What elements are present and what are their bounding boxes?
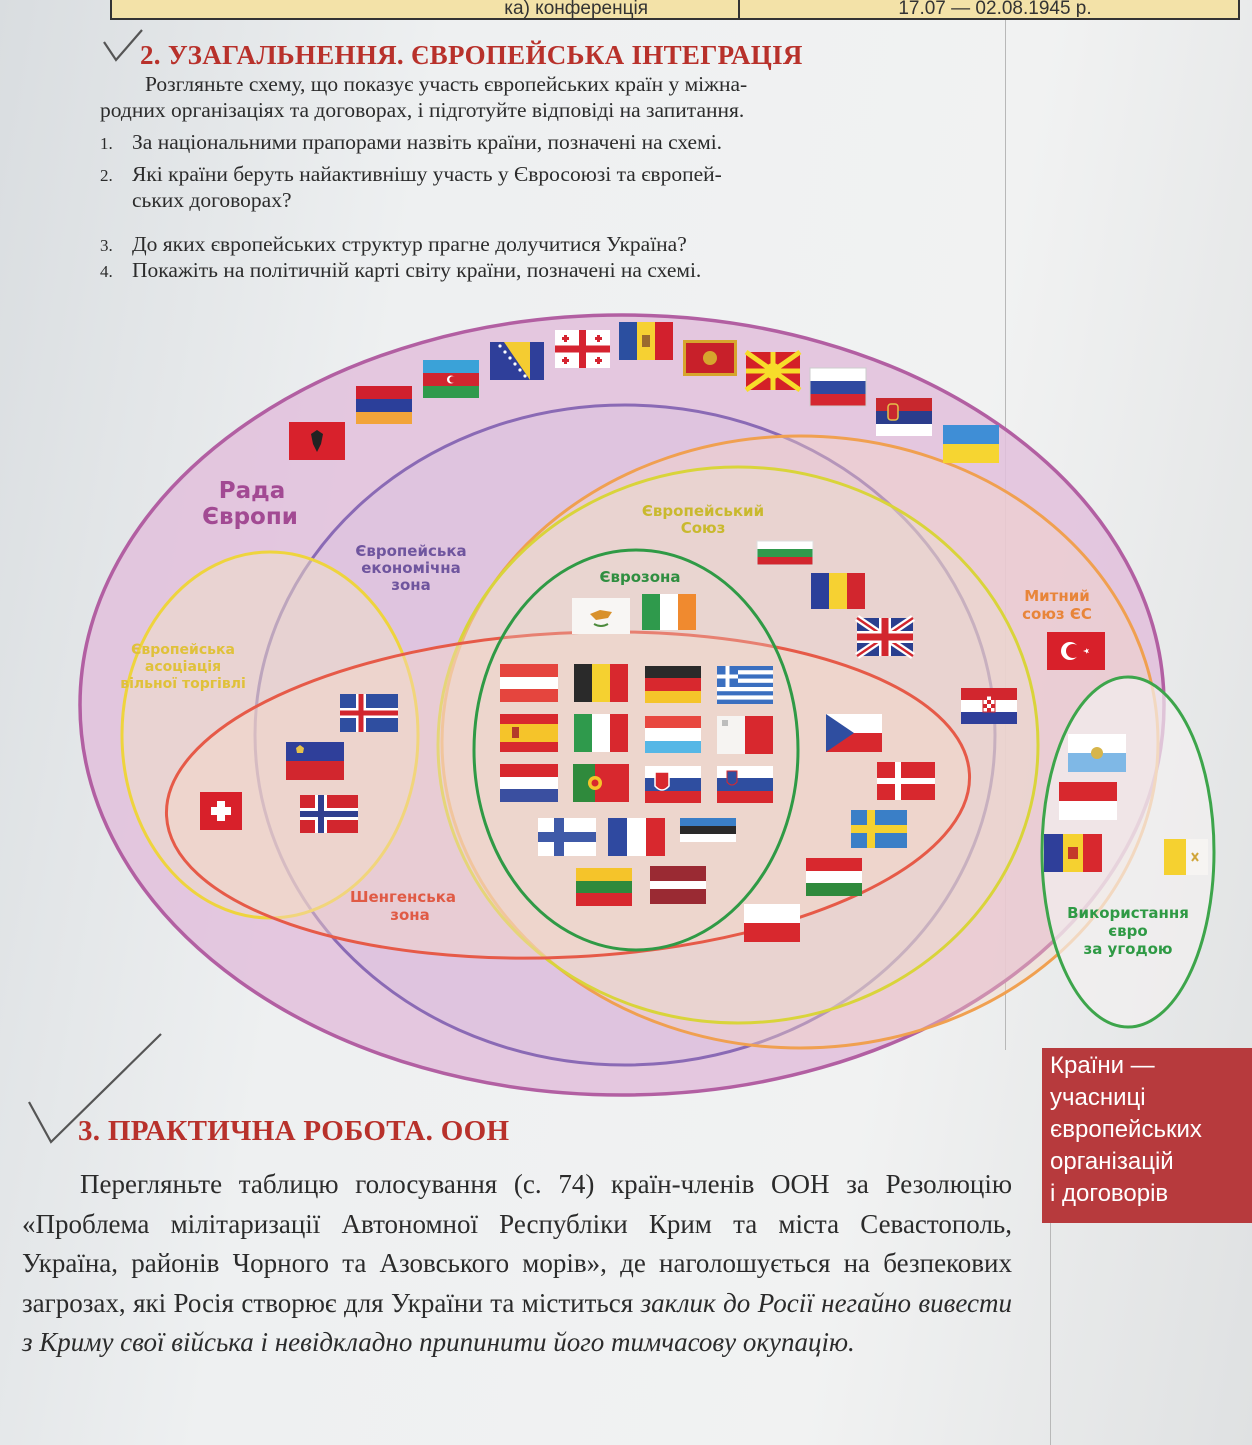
flag-germany-icon [645,666,701,703]
flag-north-macedonia-icon [744,349,802,393]
diagram-caption-box: Країни — учасниці європейських організац… [1042,1048,1252,1223]
question-text-continued: ських договорах? [132,188,292,212]
flag-croatia-icon [961,688,1017,724]
flag-armenia-icon [356,386,412,424]
flag-luxembourg-icon [645,716,701,753]
column-divider-lower [1050,1220,1051,1445]
flag-liechtenstein-icon [286,742,344,780]
caption-line: Країни — [1050,1052,1155,1079]
section-3-title: 3. ПРАКТИЧНА РОБОТА. ООН [78,1115,510,1147]
flag-ireland-icon [642,594,696,630]
flag-france-icon [608,818,665,856]
question-number: 4. [100,262,113,281]
flag-cyprus-icon [572,598,630,634]
flag-finland-icon [538,818,596,856]
check-mark-icon [28,1033,162,1144]
flag-lithuania-icon [576,868,632,906]
section-2-title: 2. УЗАГАЛЬНЕННЯ. ЄВРОПЕЙСЬКА ІНТЕГРАЦІЯ [140,40,803,70]
flag-norway-icon [300,795,358,833]
flag-vatican-icon [1164,839,1208,875]
euro-agreement-label-line3: за угодою [1084,940,1173,958]
section-3-italic-text: заклик до Росії негайно вивести з Криму … [22,1287,1012,1358]
efta-label-line1: Європейська [131,642,235,658]
flag-hungary-icon [806,858,862,896]
top-table: ка) конференція 17.07 — 02.08.1945 р. [110,0,1240,20]
flag-spain-icon [500,714,558,752]
flag-georgia-icon [555,330,610,368]
question-4: 4. Покажіть на політичній карті світу кра… [100,258,701,284]
top-table-left-cell: ка) конференція [112,0,740,18]
flag-italy-icon [574,714,628,752]
euro-agreement-label-line2: євро [1108,922,1147,940]
eu-label-line2: Союз [681,519,726,537]
top-table-right-cell: 17.07 — 02.08.1945 р. [898,0,1092,17]
flag-moldova-icon [619,322,673,360]
flag-slovenia-icon [717,766,773,803]
flag-united-kingdom-icon [855,615,915,659]
eea-label-line3: зона [391,576,431,594]
question-number: 2. [100,166,113,185]
flag-ukraine-icon [943,425,999,463]
flag-latvia-icon [650,866,706,904]
flag-turkey-icon [1047,632,1105,670]
council-label-line1: Рада [219,478,285,504]
flag-malta-icon [717,716,773,754]
question-text: За національними прапорами назвіть країн… [132,130,723,154]
flag-portugal-icon [573,764,629,802]
european-integration-diagram: Рада Європи Європейська економічна зона … [78,313,1216,1097]
question-number: 1. [100,134,113,153]
intro-line-1: Розгляньте схему, що показує участь євро… [145,72,748,96]
flag-romania-icon [811,573,865,609]
question-3: 3. До яких європейських структур прагне д… [100,232,687,258]
flag-czech-republic-icon [826,714,882,752]
caption-line: організацій [1050,1148,1174,1175]
flag-sweden-icon [851,810,907,848]
flag-andorra-icon [1044,834,1102,872]
intro-line-2: родних організаціях та договорах, і підг… [100,98,745,122]
schengen-label-line2: зона [390,906,430,924]
council-label-line2: Європи [202,504,298,530]
caption-line: європейських [1050,1116,1202,1143]
customs-label-line2: союз ЄС [1022,605,1092,623]
flag-greece-icon [717,666,773,704]
section-3-paragraph: Перегляньте таблицю голосування (с. 74) … [22,1165,1012,1363]
flag-poland-icon [744,904,800,942]
section-3-text: Перегляньте таблицю голосування (с. 74) … [22,1169,1012,1318]
question-text: Покажіть на політичній карті світу країн… [132,258,702,282]
caption-line: учасниці [1050,1084,1146,1111]
flag-monaco-icon [1059,782,1117,820]
check-mark-icon [103,29,143,62]
eurozone-label: Єврозона [599,568,680,586]
eea-label-line1: Європейська [355,542,466,560]
flag-estonia-icon [680,818,736,842]
flag-switzerland-icon [200,792,242,830]
eu-label-line1: Європейський [642,502,764,520]
flag-montenegro-icon [683,340,737,376]
flag-denmark-icon [877,762,935,800]
flag-bulgaria-icon [756,540,814,566]
caption-line: і договорів [1050,1180,1169,1207]
flag-albania-icon [289,422,345,460]
flag-russia-icon [809,367,867,407]
flag-netherlands-icon [500,764,558,802]
flag-azerbaijan-icon [423,360,479,398]
flag-austria-icon [500,664,558,702]
efta-label-line3: вільної торгівлі [120,676,246,692]
question-text: До яких європейських структур прагне дол… [132,232,687,256]
flag-san-marino-icon [1068,734,1126,772]
flag-slovakia-icon [645,766,701,803]
flag-iceland-icon [340,694,398,732]
question-1: 1. За національними прапорами назвіть кра… [100,130,722,156]
flag-serbia-icon [876,398,932,436]
efta-label-line2: асоціація [145,659,221,675]
euro-agreement-label-line1: Використання [1067,904,1189,922]
flag-belgium-icon [574,664,628,702]
customs-label-line1: Митний [1024,587,1090,605]
eea-label-line2: економічна [361,559,461,577]
flag-bosnia-icon [490,342,544,380]
schengen-label-line1: Шенгенська [350,888,456,906]
question-number: 3. [100,236,113,255]
question-text: Які країни беруть найактивнішу участь у … [132,162,722,186]
question-2: 2. Які країни беруть найактивнішу участь … [100,162,722,212]
